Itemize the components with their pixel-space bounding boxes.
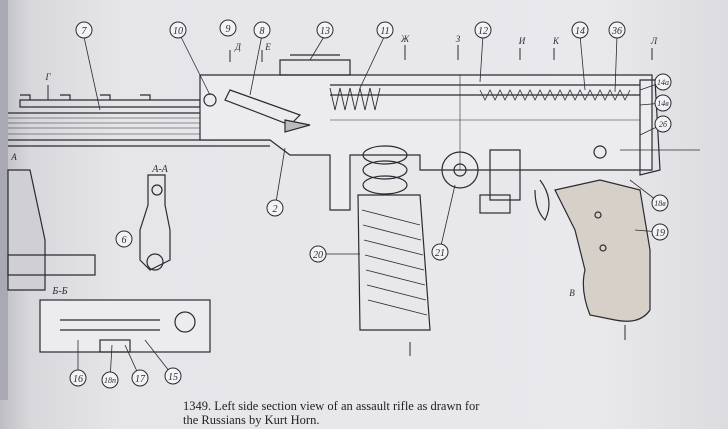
svg-text:15: 15 [168,372,178,383]
callout-13: 13 [316,21,334,39]
caption-line-1: 1349. Left side section view of an assau… [183,399,480,413]
callout-2: 2 [266,199,284,217]
callout-6: 6 [115,230,133,248]
receiver [199,74,653,211]
view-label-aa: А-А [151,164,168,175]
section-view-aa [139,174,171,271]
magazine [357,194,431,331]
view-label-bb: Б-Б [51,286,67,297]
callout-18v: 18в [651,194,669,212]
section-mark-g: Г [44,72,51,82]
svg-text:20: 20 [313,250,323,261]
svg-text:18п: 18п [104,376,116,385]
svg-text:14a: 14a [657,78,669,87]
section-mark-zh: Ж [400,34,410,44]
svg-text:21: 21 [435,248,445,259]
callout-9: 9 [219,19,237,37]
svg-text:2б: 2б [659,120,668,129]
callout-16: 16 [69,369,87,387]
callout-14a: 14a [654,73,672,91]
section-view-bb [39,299,211,353]
svg-text:13: 13 [320,26,330,37]
section-mark-i: И [518,36,526,46]
callout-15: 15 [164,367,182,385]
svg-text:7: 7 [82,26,88,37]
handguard [19,94,201,108]
callout-14: 14 [571,21,589,39]
trigger-group [441,145,607,222]
svg-text:9: 9 [226,24,231,35]
section-mark-k: К [552,36,560,46]
section-mark-e: Е [264,42,271,52]
callout-10: 10 [169,21,187,39]
section-mark-z: З [456,34,461,44]
callout-36: 36 [608,21,626,39]
section-mark-l: Л [650,36,658,46]
callout-8: 8 [253,21,271,39]
svg-text:2: 2 [273,204,278,215]
bolt [203,89,311,133]
callout-19: 19 [651,223,669,241]
return-spring [479,89,631,101]
svg-text:6: 6 [122,235,127,246]
section-mark-v: В [569,288,575,298]
svg-text:36: 36 [611,26,622,37]
callout-18p: 18п [101,371,119,389]
pistol-grip [554,179,651,322]
callout-14v: 14в [654,94,672,112]
svg-text:18в: 18в [654,199,666,208]
caption-line-2: the Russians by Kurt Horn. [183,413,320,427]
callout-7: 7 [75,21,93,39]
svg-text:17: 17 [135,374,146,385]
figure-caption: 1349. Left side section view of an assau… [183,399,603,427]
partial-view-left [7,169,96,291]
svg-text:11: 11 [380,26,389,37]
section-mark-d: Д [234,42,242,52]
butt-plate [620,79,700,176]
rear-sight [279,54,351,76]
section-markers [47,45,653,356]
svg-text:16: 16 [73,374,83,385]
callout-12: 12 [474,21,492,39]
svg-text:8: 8 [260,26,265,37]
svg-text:12: 12 [478,26,488,37]
svg-text:14в: 14в [657,99,669,108]
svg-text:19: 19 [655,228,665,239]
svg-text:14: 14 [575,26,585,37]
callout-20: 20 [309,245,327,263]
callout-11: 11 [376,21,394,39]
recoil-spring [329,87,381,111]
callout-2b: 2б [654,115,672,133]
svg-text:10: 10 [173,26,183,37]
leader-lines [77,34,664,381]
section-mark-a: А [10,152,17,162]
cartridge-stack [362,145,408,195]
callout-17: 17 [131,369,149,387]
rifle-section-drawing: 7 10 9 8 13 11 12 14 36 14a 14в 2б 18в 1… [0,0,700,400]
callout-21: 21 [431,243,449,261]
